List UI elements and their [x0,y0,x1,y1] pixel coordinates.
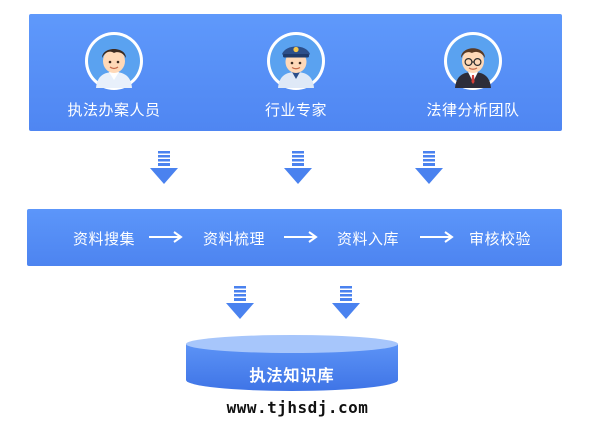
officer-icon [85,32,143,90]
role-label: 执法办案人员 [67,101,161,119]
down-arrow-icon [284,151,312,185]
knowledge-base-cylinder: 执法知识库 [185,334,399,392]
police-cap-icon [267,32,325,90]
glasses-person-icon [444,32,502,90]
role-label: 法律分析团队 [426,101,520,119]
flow-step-organize: 资料梳理 [203,230,266,248]
flow-step-collect: 资料搜集 [73,230,136,248]
down-arrow-icon [332,286,360,320]
right-arrow-icon [283,230,319,244]
process-flow: 资料搜集 资料梳理 资料入库 审核校验 [27,209,562,266]
flow-step-verify: 审核校验 [469,230,532,248]
knowledge-base-label: 执法知识库 [249,366,335,385]
right-arrow-icon [148,230,184,244]
roles-panel: 执法办案人员 行业专家 [29,14,562,131]
role-industry-expert: 行业专家 [216,32,376,120]
down-arrow-icon [150,151,178,185]
down-arrow-icon [226,286,254,320]
role-enforcement-officer: 执法办案人员 [34,32,194,120]
right-arrow-icon [419,230,455,244]
role-label: 行业专家 [264,101,327,119]
site-url: www.tjhsdj.com [226,398,369,417]
role-legal-team: 法律分析团队 [393,32,553,120]
database-icon [186,335,398,391]
down-arrow-icon [415,151,443,185]
flow-step-store: 资料入库 [337,230,400,248]
